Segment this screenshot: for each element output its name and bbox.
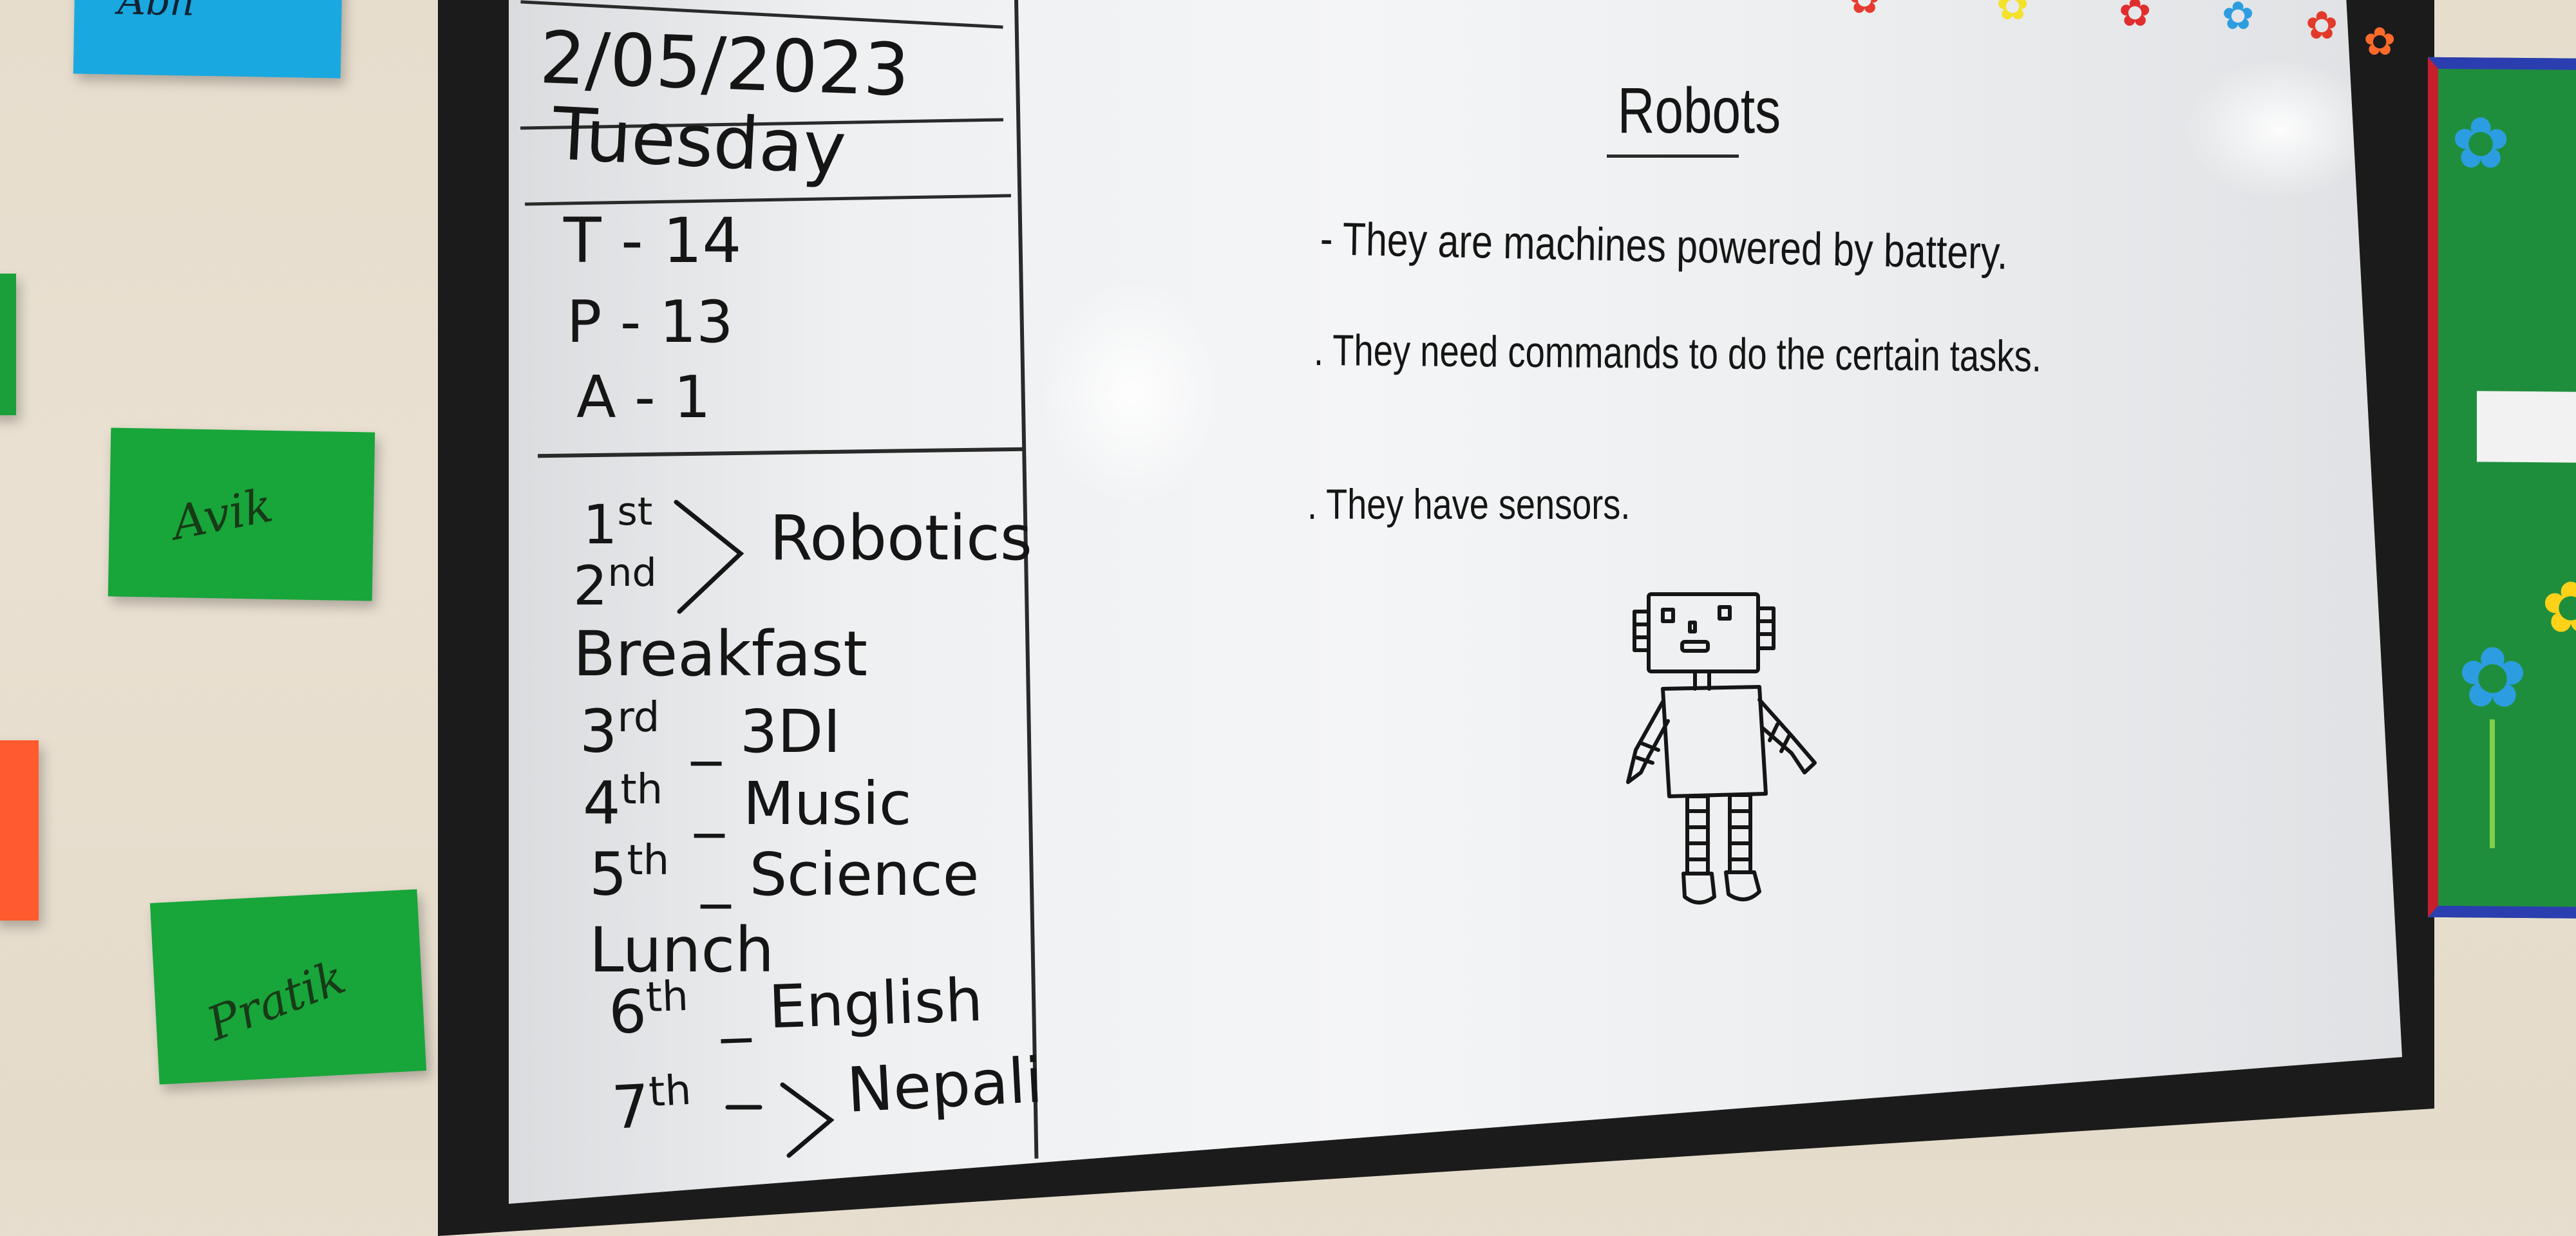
period-3-num: 3 [580,697,618,766]
period-4-sup: th [620,766,663,814]
robotics-label: Robotics [770,502,1032,574]
flower-decoration-icon: ✿ [2222,0,2255,39]
whiteboard-surface [509,0,2402,1204]
period-4: 4th _ Music [583,766,911,838]
flower-decoration-icon: ✿ [2458,628,2528,727]
period-6-num: 6 [607,977,648,1047]
period-5-sup: th [627,837,670,885]
schedule-day: Tuesday [550,92,848,191]
period-3: 3rd _ 3DI [580,694,840,766]
attendance-absent: A - 1 [576,364,711,431]
period-5-subject: _ Science [701,839,980,909]
period-6: 6th _ English [607,962,983,1047]
robot-drawing [1626,592,1817,904]
sticky-note-avik: Avik [108,427,375,601]
attendance-total: T - 14 [564,205,742,277]
light-glare [1037,277,1230,509]
lesson-point-3: . They have sensors. [1307,480,1631,528]
flower-decoration-icon: ✿ [2306,3,2338,48]
flower-decoration-icon: ✿ [1848,0,1881,23]
flower-decoration-icon: ✿ [2119,0,2152,35]
lunch-label: Lunch [589,914,775,986]
period-1-sup: st [617,489,653,534]
sticky-note-edge-left [0,274,16,415]
period-7: 7th [610,1067,694,1143]
sticky-note-pratik: Pratik [149,889,427,1085]
period-4-num: 4 [583,769,621,838]
breakfast-label: Breakfast [573,618,867,690]
flower-decoration-icon: ✿ [2451,102,2511,185]
period-2-num: 2 [573,554,608,617]
flower-decoration-icon: ✿ [2363,19,2396,64]
sticky-note-avik-text: Avik [167,478,277,550]
sticky-note-top: Abh [73,0,343,79]
period-1-num: 1 [583,493,618,556]
bulletin-paper [2477,391,2576,463]
sticky-note-pratik-text: Pratik [200,950,352,1051]
period-6-subject: _ English [719,965,984,1044]
sticky-note-orange [0,740,39,921]
title-underline [1607,154,1739,158]
period-5-num: 5 [589,839,627,909]
attendance-present: P - 13 [567,288,734,356]
period-4-subject: _ Music [694,769,912,838]
period-6-sup: th [645,972,689,1022]
bracket-arrow-icon [674,500,744,614]
lesson-title: Robots [1617,75,1781,147]
period-2: 2nd [573,550,657,617]
arrow-icon [725,1082,835,1158]
sticky-note-top-text: Abh [117,0,196,25]
period-3-sup: rd [617,694,660,742]
flower-decoration-icon: ✿ [2541,566,2576,650]
period-7-num: 7 [610,1071,652,1143]
period-2-sup: nd [607,550,657,595]
light-glare [2183,58,2376,200]
flower-stem [2490,719,2495,848]
bulletin-board: ✿ ✿ ✿ [2428,57,2576,919]
period-7-sup: th [647,1066,693,1117]
lesson-point-2: . They need commands to do the certain t… [1313,326,2042,381]
flower-decoration-icon: ✿ [1996,0,2029,29]
period-7-subject: Nepali [845,1044,1045,1127]
period-3-subject: _ 3DI [691,697,841,766]
period-1: 1st [583,489,652,556]
period-5: 5th _ Science [589,837,979,909]
